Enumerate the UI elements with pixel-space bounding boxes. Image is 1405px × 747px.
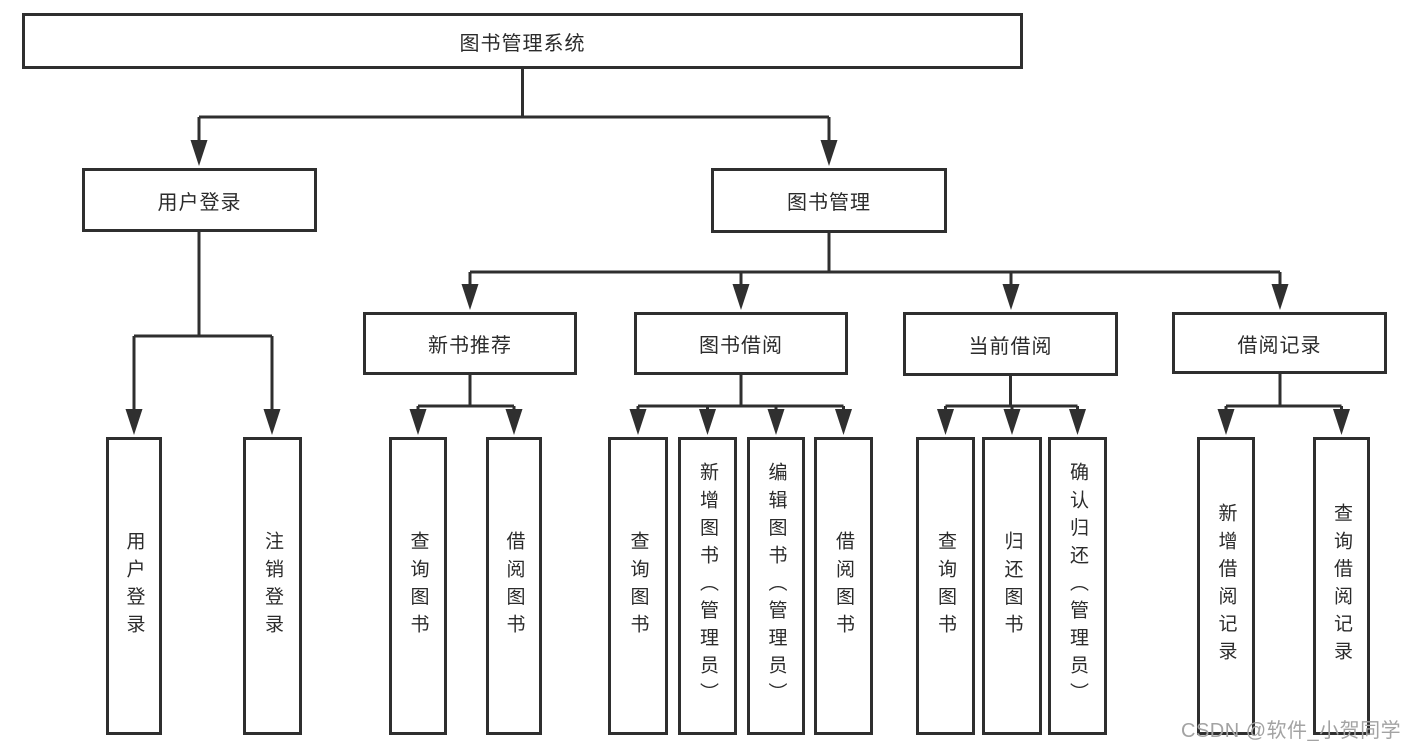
arrowhead [1003, 409, 1021, 435]
arrowhead [461, 284, 479, 310]
arrowhead [699, 409, 716, 435]
node-leaf-borrow-borrow-books: 借阅图书 [814, 437, 873, 735]
node-leaf-borrow-query-books: 查询图书 [608, 437, 668, 735]
node-leaf-records-add-record: 新增借阅记录 [1197, 437, 1255, 735]
arrowhead [732, 284, 750, 310]
node-borrow-records: 借阅记录 [1172, 312, 1387, 374]
arrowhead [1002, 284, 1020, 310]
connector-userlogin-to-leaves [125, 232, 281, 435]
node-leaf-borrow-add-books-admin: 新增图书（管理员） [678, 437, 737, 735]
arrowhead [263, 409, 281, 435]
node-book-management: 图书管理 [711, 168, 947, 233]
arrowhead [190, 140, 208, 166]
node-leaf-current-confirm-return-admin: 确认归还（管理员） [1048, 437, 1107, 735]
arrowhead [767, 409, 785, 435]
node-leaf-current-query-books: 查询图书 [916, 437, 975, 735]
node-current-borrow: 当前借阅 [903, 312, 1118, 376]
connector-root-to-level2 [190, 69, 838, 166]
node-leaf-records-query-record: 查询借阅记录 [1313, 437, 1370, 735]
connector-bookmgmt-to-level3 [461, 233, 1289, 310]
connector-borrowrecords-to-leaves [1217, 374, 1350, 435]
node-new-book-recommend: 新书推荐 [363, 312, 577, 375]
connector-newrec-to-leaves [409, 375, 523, 435]
node-root: 图书管理系统 [22, 13, 1023, 69]
connector-bookborrow-to-leaves [629, 375, 852, 435]
arrowhead [1271, 284, 1289, 310]
node-leaf-borrow-edit-books-admin: 编辑图书（管理员） [747, 437, 805, 735]
arrowhead [1069, 409, 1086, 435]
arrowhead [629, 409, 647, 435]
arrowhead [505, 409, 523, 435]
arrowhead [409, 409, 427, 435]
connector-currentborrow-to-leaves [937, 376, 1086, 435]
arrowhead [1333, 409, 1350, 435]
arrowhead [937, 409, 954, 435]
arrowhead [835, 409, 852, 435]
node-book-borrow: 图书借阅 [634, 312, 848, 375]
node-leaf-user-login: 用户登录 [106, 437, 162, 735]
node-leaf-recommend-query-books: 查询图书 [389, 437, 447, 735]
node-leaf-current-return-books: 归还图书 [982, 437, 1042, 735]
node-user-login: 用户登录 [82, 168, 317, 232]
arrowhead [820, 140, 838, 166]
node-leaf-recommend-borrow-books: 借阅图书 [486, 437, 542, 735]
node-leaf-logout: 注销登录 [243, 437, 302, 735]
arrowhead [125, 409, 143, 435]
csdn-watermark: CSDN @软件_小贺同学 [1181, 720, 1402, 742]
arrowhead [1217, 409, 1235, 435]
